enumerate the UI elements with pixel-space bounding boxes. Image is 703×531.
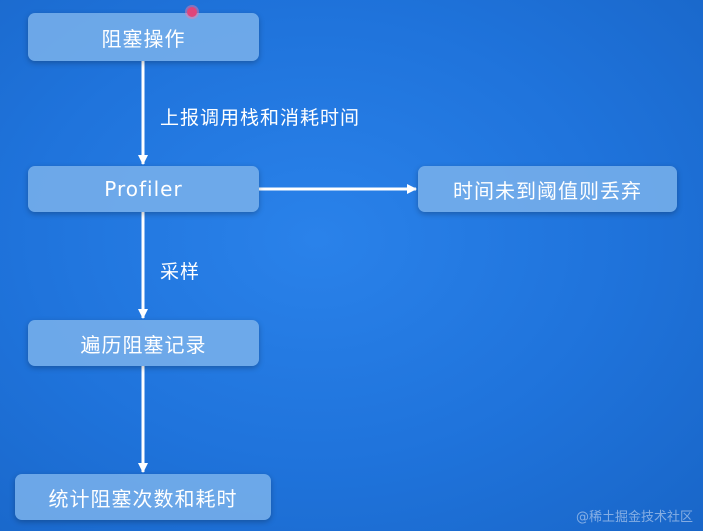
edge-label-report: 上报调用栈和消耗时间 bbox=[160, 107, 361, 129]
edge-label-sample: 采样 bbox=[160, 261, 201, 283]
node-traverse-records: 遍历阻塞记录 bbox=[28, 320, 259, 366]
node-blocking-operation-label: 阻塞操作 bbox=[101, 26, 186, 51]
node-discard: 时间未到阈值则丢弃 bbox=[418, 166, 677, 212]
node-profiler: Profiler bbox=[28, 166, 259, 212]
watermark: @稀土掘金技术社区 bbox=[575, 510, 693, 525]
node-statistics: 统计阻塞次数和耗时 bbox=[15, 474, 271, 520]
node-traverse-records-label: 遍历阻塞记录 bbox=[80, 332, 207, 357]
node-statistics-label: 统计阻塞次数和耗时 bbox=[48, 486, 238, 511]
node-blocking-operation: 阻塞操作 bbox=[28, 13, 259, 61]
cursor-dot-icon bbox=[187, 7, 197, 17]
node-discard-label: 时间未到阈值则丢弃 bbox=[453, 178, 642, 203]
node-profiler-label: Profiler bbox=[104, 177, 183, 201]
